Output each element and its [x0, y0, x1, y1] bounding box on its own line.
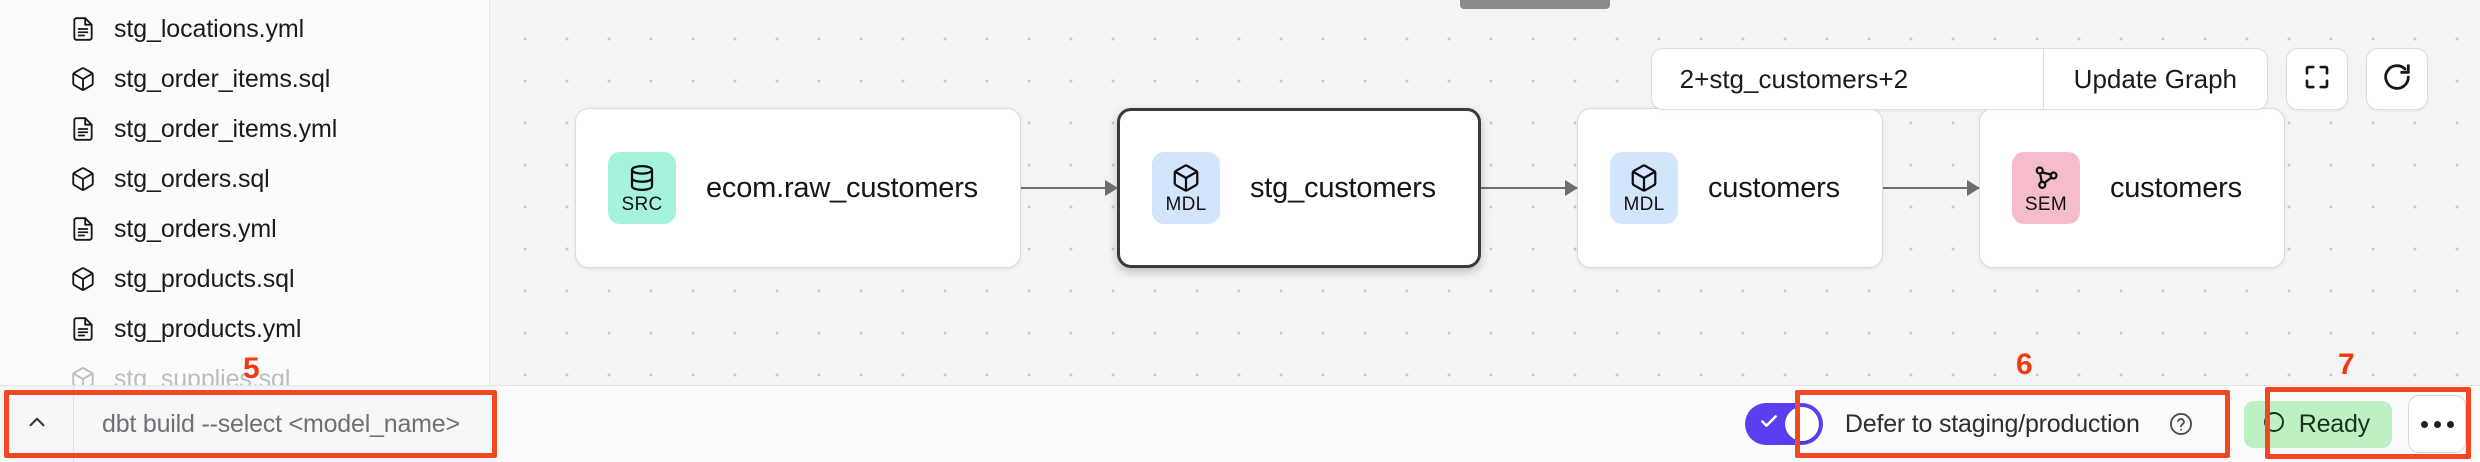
check-icon: [1759, 412, 1779, 437]
command-input-placeholder[interactable]: dbt build --select <model_name>: [102, 409, 460, 438]
update-graph-button[interactable]: Update Graph: [2043, 49, 2267, 109]
yml-file-icon: [70, 116, 96, 142]
sql-model-icon: [70, 66, 96, 92]
badge-label: MDL: [1623, 193, 1665, 215]
graph-toolbar: Update Graph: [1650, 48, 2428, 110]
node-label: ecom.raw_customers: [706, 171, 978, 204]
node-type-badge-sem: SEM: [2011, 152, 2080, 224]
bottom-status-bar: dbt build --select <model_name> Defer to…: [0, 385, 2480, 462]
lineage-node-customers-model[interactable]: MDL customers: [1576, 108, 1883, 268]
semantic-graph-icon: [2031, 163, 2061, 193]
ellipsis-icon: [2446, 420, 2454, 428]
node-label: customers: [2109, 171, 2242, 204]
file-name: stg_order_items.sql: [114, 64, 331, 93]
graph-selector-group: Update Graph: [1650, 48, 2268, 110]
ellipsis-icon: [2420, 420, 2428, 428]
file-name: stg_order_items.yml: [114, 114, 338, 143]
lineage-graph-canvas[interactable]: Update Graph: [490, 0, 2480, 385]
sql-model-icon: [70, 266, 96, 292]
file-name: stg_supplies.sql: [114, 364, 291, 386]
status-label: Ready: [2298, 409, 2370, 438]
file-name: stg_products.sql: [114, 264, 295, 293]
file-name: stg_orders.sql: [114, 164, 270, 193]
expand-console-button[interactable]: [0, 386, 74, 462]
refresh-icon: [2381, 61, 2413, 98]
file-name: stg_locations.yml: [114, 14, 305, 43]
refresh-graph-button[interactable]: [2366, 48, 2428, 110]
main-body: stg_locations.yml stg_order_items.sql st…: [0, 0, 2480, 385]
badge-label: SRC: [621, 193, 663, 215]
badge-label: SEM: [2024, 193, 2067, 215]
selector-divider: [2042, 49, 2044, 109]
sql-model-icon: [70, 166, 96, 192]
badge-label: MDL: [1165, 193, 1207, 215]
status-badge[interactable]: Ready: [2243, 400, 2392, 448]
lineage-edge: [1021, 187, 1117, 189]
lineage-edge: [1882, 187, 1979, 189]
cube-icon: [1629, 163, 1659, 193]
defer-toggle[interactable]: [1744, 403, 1823, 445]
help-circle-icon[interactable]: [2168, 411, 2194, 437]
lineage-edge: [1480, 187, 1577, 189]
lineage-node-customers-semantic[interactable]: SEM customers: [1978, 108, 2285, 268]
file-explorer-sidebar[interactable]: stg_locations.yml stg_order_items.sql st…: [0, 0, 490, 385]
fullscreen-button[interactable]: [2286, 48, 2348, 110]
file-row[interactable]: stg_orders.yml: [0, 204, 489, 254]
lineage-node-row: SRC ecom.raw_customers MDL stg_customers: [575, 108, 2285, 268]
lineage-node-source[interactable]: SRC ecom.raw_customers: [575, 108, 1021, 268]
toggle-knob: [1784, 407, 1819, 441]
command-bar[interactable]: dbt build --select <model_name>: [0, 386, 497, 462]
lineage-node-stg-customers[interactable]: MDL stg_customers: [1117, 108, 1481, 268]
file-row[interactable]: stg_order_items.sql: [0, 54, 489, 104]
database-icon: [627, 163, 657, 193]
defer-label: Defer to staging/production: [1844, 409, 2140, 438]
file-row[interactable]: stg_supplies.sql: [0, 354, 489, 385]
node-label: stg_customers: [1250, 171, 1436, 204]
file-name: stg_products.yml: [114, 314, 302, 343]
file-row[interactable]: stg_order_items.yml: [0, 104, 489, 154]
defer-control[interactable]: Defer to staging/production: [1725, 386, 2220, 462]
file-row[interactable]: stg_locations.yml: [0, 4, 489, 54]
chevron-up-icon: [24, 409, 50, 440]
status-right-group: Defer to staging/production Ready: [1725, 386, 2480, 462]
file-row[interactable]: stg_orders.sql: [0, 154, 489, 204]
yml-file-icon: [70, 16, 96, 42]
panel-drag-handle[interactable]: [1459, 0, 1610, 9]
cube-icon: [1171, 163, 1201, 193]
file-name: stg_orders.yml: [114, 214, 277, 243]
ready-status-group: Ready: [2220, 386, 2466, 462]
graph-selector-input[interactable]: [1651, 49, 2043, 109]
circle-icon: [2262, 410, 2286, 439]
file-row[interactable]: stg_products.yml: [0, 304, 489, 354]
expand-icon: [2302, 62, 2332, 97]
yml-file-icon: [70, 316, 96, 342]
node-type-badge-mdl: MDL: [1152, 152, 1220, 224]
file-row[interactable]: stg_products.sql: [0, 254, 489, 304]
sql-model-icon: [70, 366, 96, 385]
yml-file-icon: [70, 216, 96, 242]
node-type-badge-mdl: MDL: [1609, 152, 1678, 224]
more-options-button[interactable]: [2408, 395, 2466, 453]
ellipsis-icon: [2433, 420, 2441, 428]
node-label: customers: [1707, 171, 1840, 204]
node-type-badge-src: SRC: [608, 152, 676, 224]
